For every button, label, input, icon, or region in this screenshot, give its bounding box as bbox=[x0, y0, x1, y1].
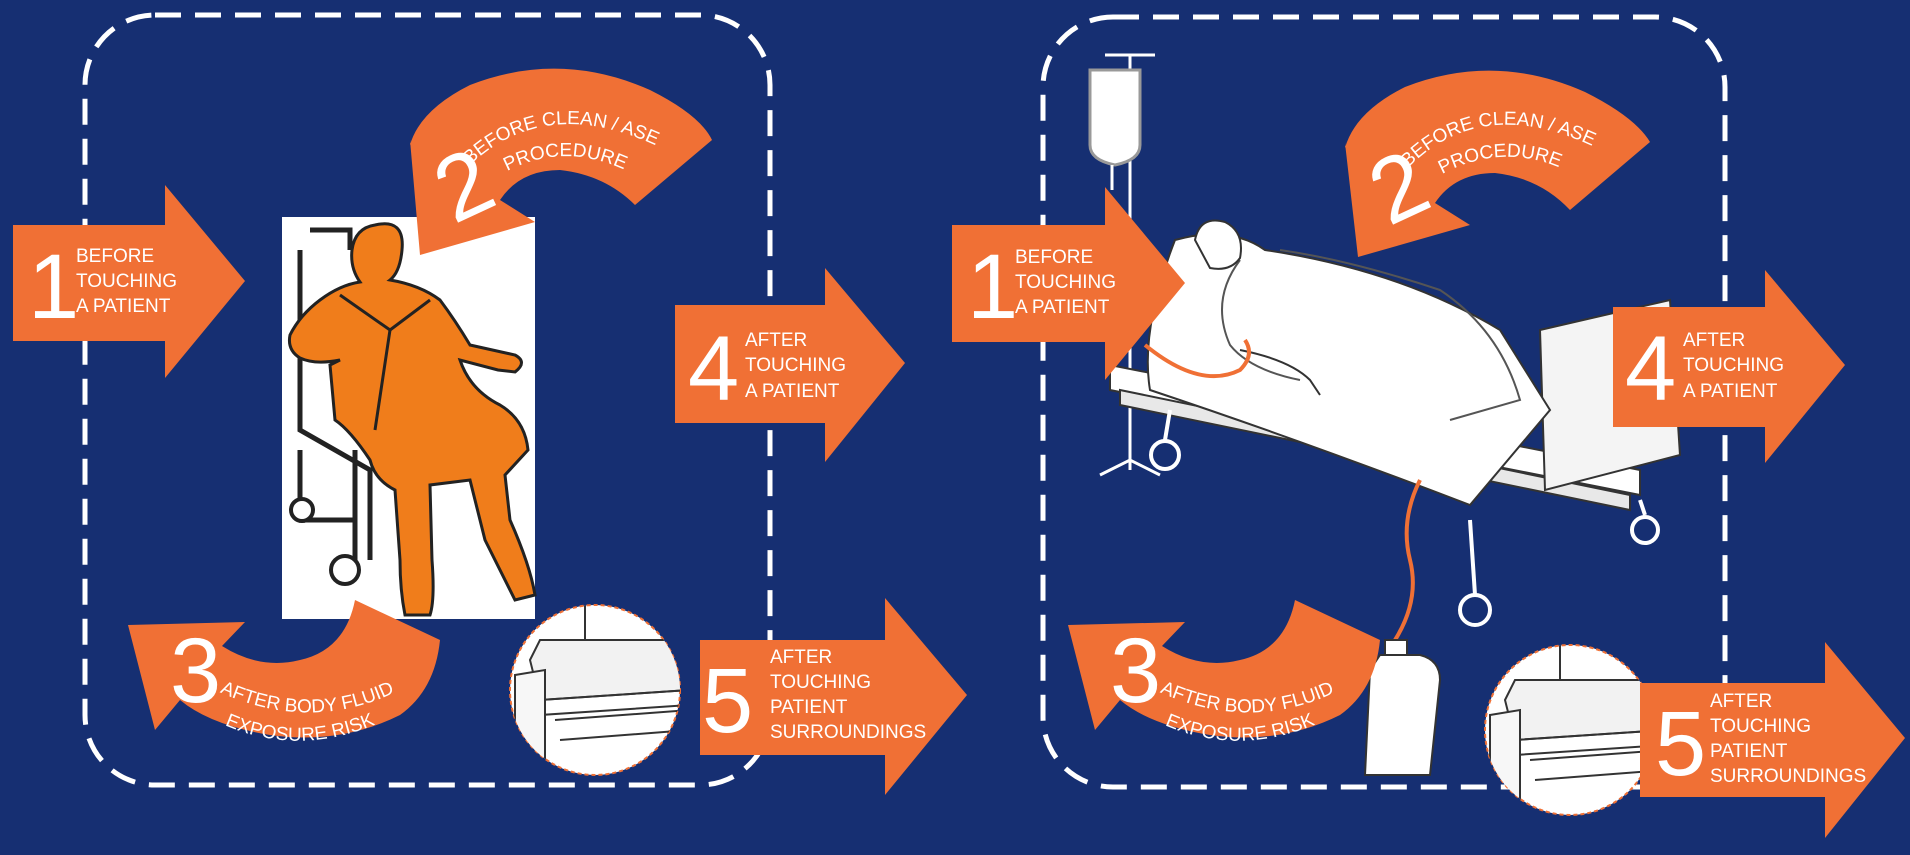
moment-1-label-line-2: TOUCHING bbox=[76, 271, 177, 292]
moment-4-label-line-3: A PATIENT bbox=[745, 381, 840, 402]
moment-2-arrow: 2 BEFORE CLEAN / ASEPTIC PROCEDURE bbox=[0, 0, 1650, 257]
moment-4-label-line-1: AFTER bbox=[745, 330, 807, 351]
moment-5-arrow: 5 AFTER TOUCHING PATIENT SURROUNDINGS bbox=[700, 598, 967, 795]
patient-in-chair-illustration bbox=[282, 217, 535, 619]
patient-in-bed-illustration bbox=[1110, 220, 1680, 640]
moment-4-number: 4 bbox=[1625, 318, 1676, 420]
moment-5-number: 5 bbox=[1655, 693, 1706, 795]
moment-1-number: 1 bbox=[967, 236, 1018, 338]
moment-1-label-line-3: A PATIENT bbox=[76, 296, 171, 317]
moment-5-number: 5 bbox=[702, 650, 753, 752]
moment-5-label-line-3: PATIENT bbox=[1710, 741, 1788, 762]
moment-5-label-line-3: PATIENT bbox=[770, 697, 848, 718]
moment-5-label-line-4: SURROUNDINGS bbox=[1710, 766, 1866, 787]
moment-3-arrow: 3 AFTER BODY FLUID EXPOSURE RISK bbox=[1068, 600, 1380, 746]
moment-4-arrow: 4 AFTER TOUCHING A PATIENT bbox=[675, 268, 905, 462]
moment-5-label-line-1: AFTER bbox=[770, 647, 832, 668]
panel-chair: 1 BEFORE TOUCHING A PATIENT 2 BEFORE CLE… bbox=[0, 0, 967, 795]
moment-5-arrow: 5 AFTER TOUCHING PATIENT SURROUNDINGS bbox=[1640, 642, 1905, 838]
moment-1-arrow: 1 BEFORE TOUCHING A PATIENT bbox=[13, 185, 245, 378]
moment-4-label-line-1: AFTER bbox=[1683, 330, 1745, 351]
moment-4-label-line-3: A PATIENT bbox=[1683, 381, 1778, 402]
moment-3-arrow: 3 AFTER BODY FLUID EXPOSURE RISK bbox=[128, 600, 440, 746]
moment-1-label-line-1: BEFORE bbox=[1015, 247, 1093, 268]
moment-5-label-line-4: SURROUNDINGS bbox=[770, 722, 926, 743]
moment-3-number: 3 bbox=[1110, 620, 1161, 722]
moment-1-number: 1 bbox=[28, 236, 79, 338]
moment-1-label-line-3: A PATIENT bbox=[1015, 297, 1110, 318]
moment-3-number: 3 bbox=[170, 620, 221, 722]
moment-2-arrow: 2 BEFORE CLEAN / ASEPTIC PROCEDURE bbox=[0, 0, 712, 255]
moment-5-label-line-2: TOUCHING bbox=[770, 672, 871, 693]
moment-5-label-line-2: TOUCHING bbox=[1710, 716, 1811, 737]
moment-5-label-line-1: AFTER bbox=[1710, 691, 1772, 712]
moment-4-number: 4 bbox=[688, 318, 739, 420]
moment-1-label-line-1: BEFORE bbox=[76, 246, 154, 267]
moment-4-label-line-2: TOUCHING bbox=[745, 355, 846, 376]
moment-4-label-line-2: TOUCHING bbox=[1683, 355, 1784, 376]
surroundings-inset bbox=[510, 600, 690, 775]
moment-1-label-line-2: TOUCHING bbox=[1015, 272, 1116, 293]
